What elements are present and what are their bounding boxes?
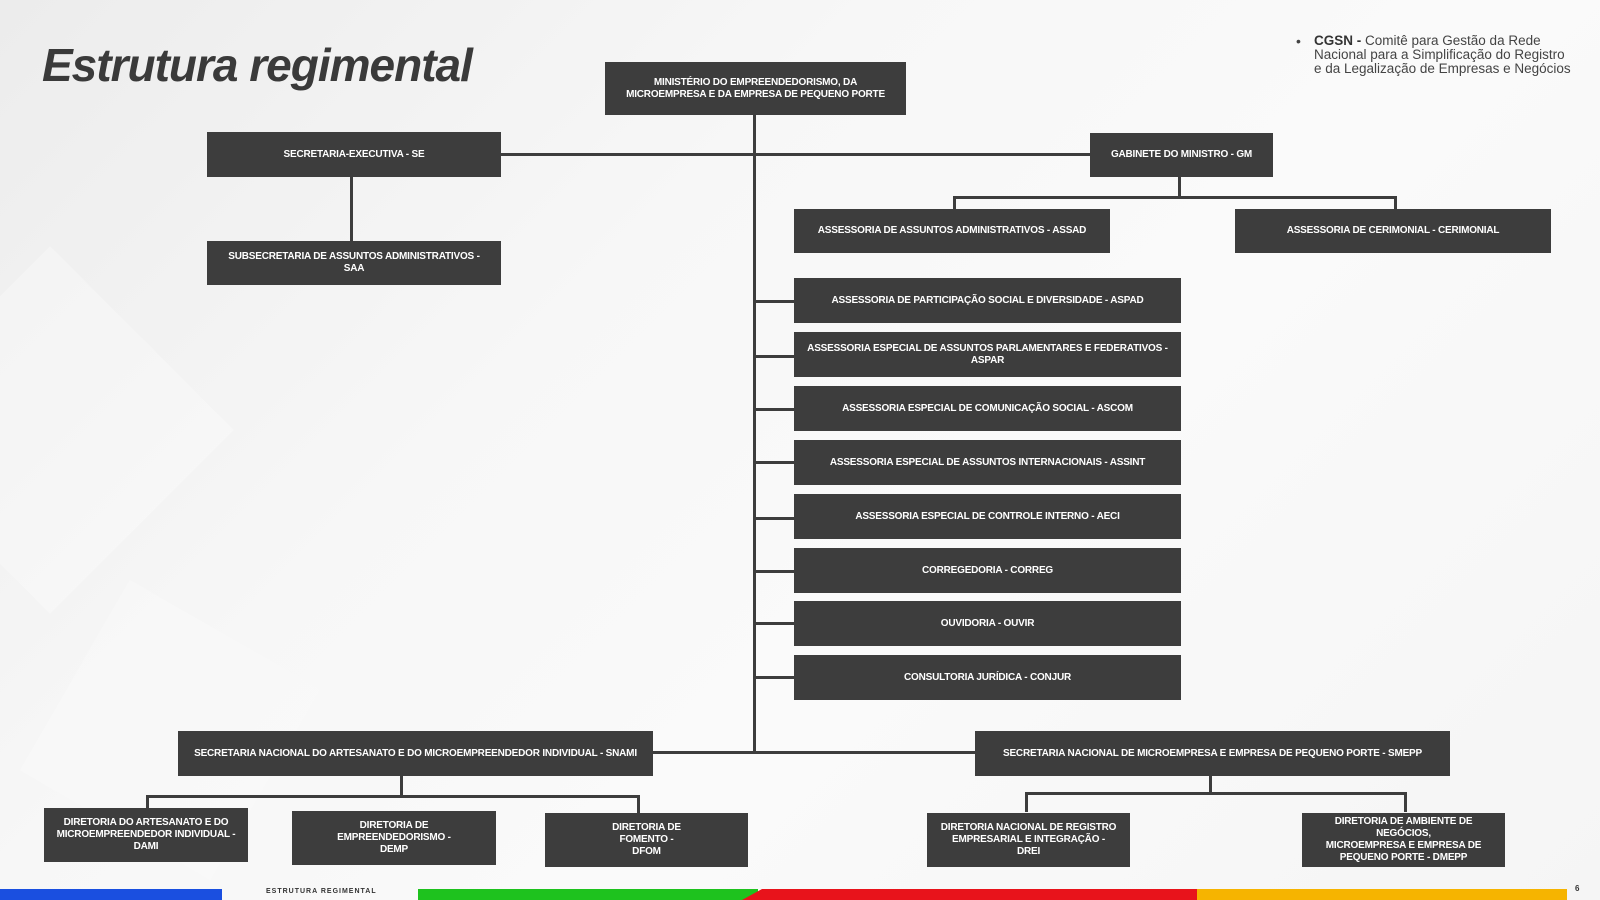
- node-drei: DIRETORIA NACIONAL DE REGISTRO EMPRESARI…: [927, 813, 1130, 867]
- node-gm: GABINETE DO MINISTRO - GM: [1090, 133, 1273, 177]
- node-ouvir: OUVIDORIA - OUVIR: [794, 601, 1181, 646]
- connector-line: [400, 775, 403, 797]
- connector-line: [755, 461, 794, 464]
- node-saa: SUBSECRETARIA DE ASSUNTOS ADMINISTRATIVO…: [207, 241, 501, 285]
- connector-line: [755, 355, 794, 358]
- footer-color-bar: [0, 889, 1600, 900]
- cgsn-note: • CGSN - Comitê para Gestão da Rede Naci…: [1296, 33, 1574, 76]
- connector-line: [1404, 792, 1407, 812]
- node-dmepp: DIRETORIA DE AMBIENTE DE NEGÓCIOS, MICRO…: [1302, 813, 1505, 867]
- connector-line: [1025, 792, 1028, 812]
- connector-line: [755, 622, 794, 625]
- node-correg: CORREGEDORIA - CORREG: [794, 548, 1181, 593]
- node-dami: DIRETORIA DO ARTESANATO E DO MICROEMPREE…: [44, 808, 248, 862]
- connector-line: [755, 676, 794, 679]
- connector-line: [755, 300, 794, 303]
- node-conjur: CONSULTORIA JURÍDICA - CONJUR: [794, 655, 1181, 700]
- connector-line: [1178, 176, 1181, 196]
- node-demp: DIRETORIA DE EMPREENDEDORISMO - DEMP: [292, 811, 496, 865]
- connector-line: [146, 795, 149, 809]
- node-snami: SECRETARIA NACIONAL DO ARTESANATO E DO M…: [178, 731, 653, 776]
- node-aspar: ASSESSORIA ESPECIAL DE ASSUNTOS PARLAMEN…: [794, 332, 1181, 377]
- node-se: SECRETARIA-EXECUTIVA - SE: [207, 132, 501, 177]
- connector-line: [953, 196, 1397, 199]
- note-text: Comitê para Gestão da Rede Nacional para…: [1314, 33, 1571, 76]
- connector-line: [637, 795, 640, 813]
- node-cerimonial: ASSESSORIA DE CERIMONIAL - CERIMONIAL: [1235, 209, 1551, 253]
- node-assad: ASSESSORIA DE ASSUNTOS ADMINISTRATIVOS -…: [794, 209, 1110, 253]
- connector-line: [1394, 196, 1397, 210]
- bullet-icon: •: [1296, 33, 1301, 49]
- node-assint: ASSESSORIA ESPECIAL DE ASSUNTOS INTERNAC…: [794, 440, 1181, 485]
- node-aeci: ASSESSORIA ESPECIAL DE CONTROLE INTERNO …: [794, 494, 1181, 539]
- connector-line: [953, 196, 956, 210]
- connector-line: [500, 153, 1090, 156]
- connector-line: [755, 408, 794, 411]
- connector-line: [650, 751, 976, 754]
- node-ministerio: MINISTÉRIO DO EMPREENDEDORISMO, DA MICRO…: [605, 62, 906, 115]
- connector-line: [146, 795, 640, 798]
- background-shape: [0, 246, 234, 614]
- page-title: Estrutura regimental: [42, 39, 473, 91]
- footer-label: ESTRUTURA REGIMENTAL: [266, 888, 377, 895]
- footer-segment-blue: [0, 889, 222, 900]
- connector-line: [753, 114, 756, 753]
- connector-line: [755, 570, 794, 573]
- connector-line: [350, 176, 353, 241]
- connector-line: [1025, 792, 1407, 795]
- page-number: 6: [1575, 884, 1580, 893]
- node-aspad: ASSESSORIA DE PARTICIPAÇÃO SOCIAL E DIVE…: [794, 278, 1181, 323]
- connector-line: [755, 517, 794, 520]
- footer-segment-yellow: [1197, 889, 1567, 900]
- node-dfom: DIRETORIA DE FOMENTO - DFOM: [545, 813, 748, 867]
- footer-segment-green: [418, 889, 758, 900]
- node-ascom: ASSESSORIA ESPECIAL DE COMUNICAÇÃO SOCIA…: [794, 386, 1181, 431]
- connector-line: [1209, 775, 1212, 795]
- footer-segment-red: [742, 889, 1197, 900]
- node-smepp: SECRETARIA NACIONAL DE MICROEMPRESA E EM…: [975, 731, 1450, 776]
- note-term: CGSN -: [1314, 33, 1362, 48]
